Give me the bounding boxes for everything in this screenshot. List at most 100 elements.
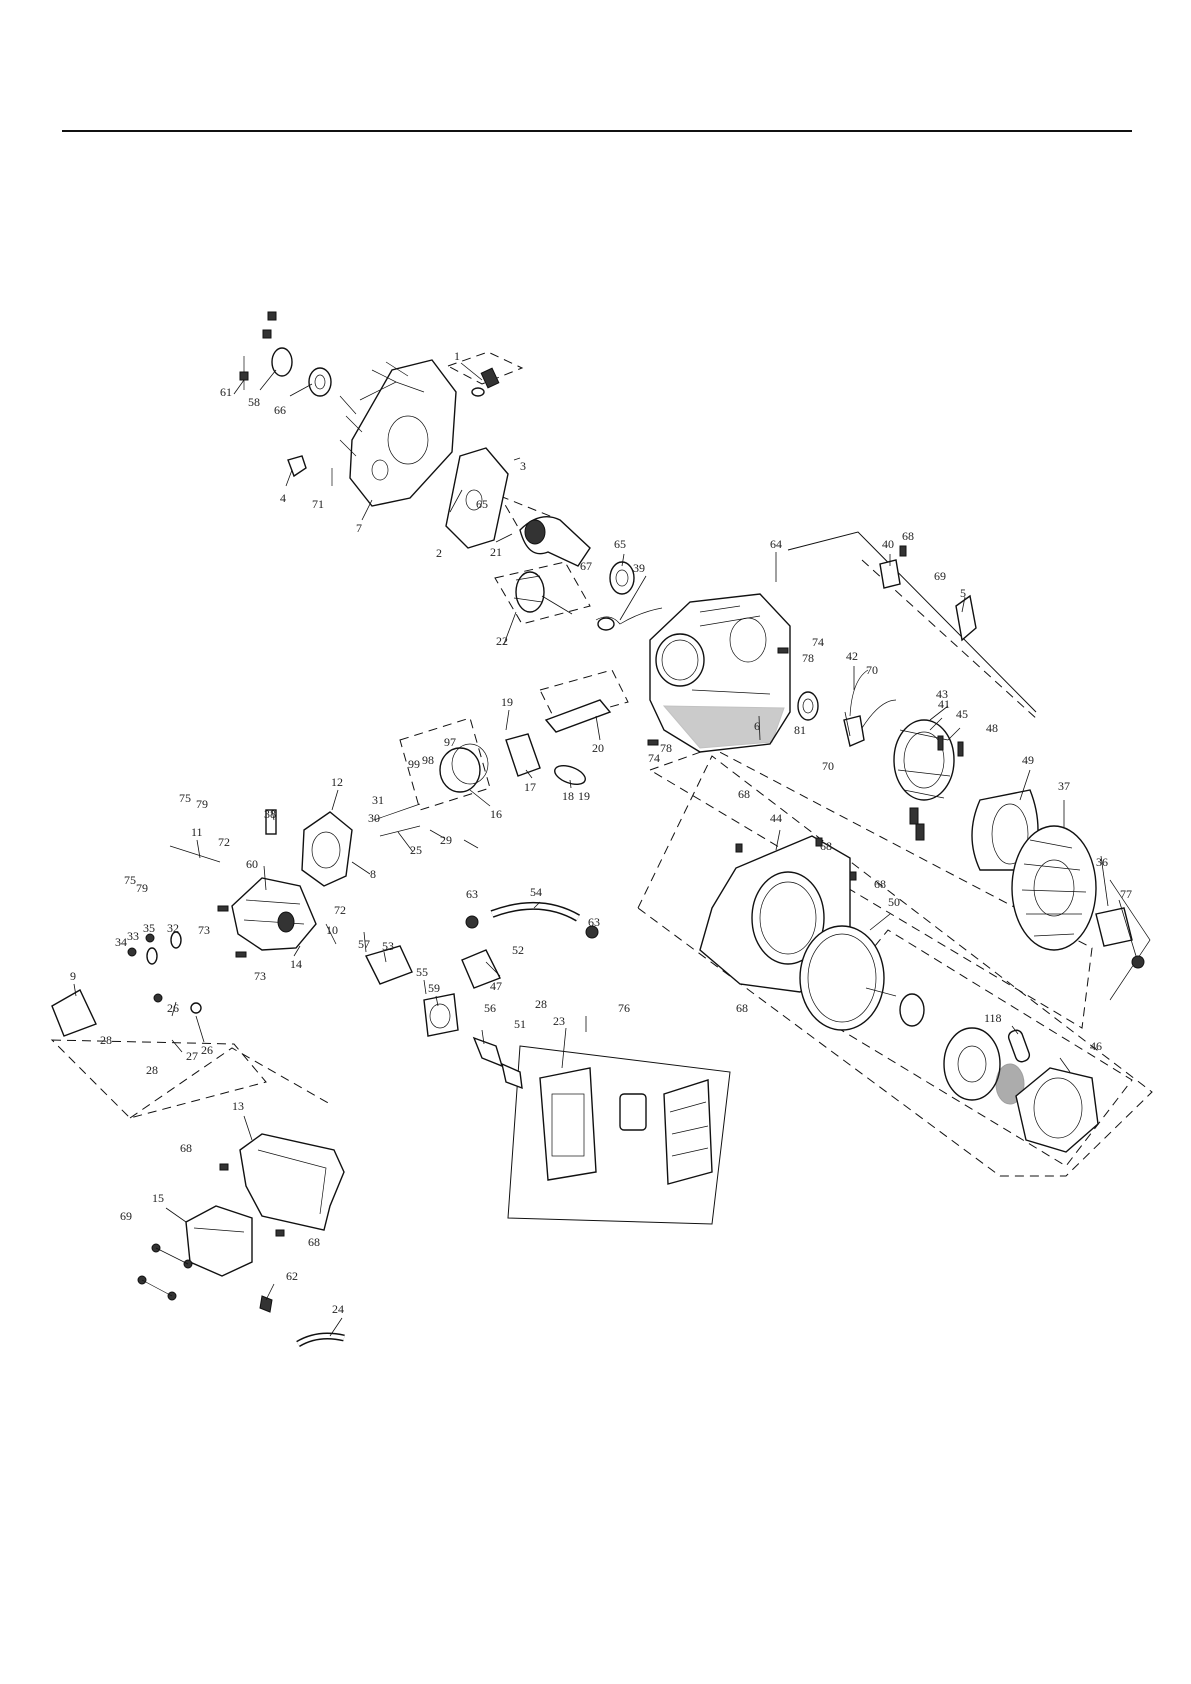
oil-sensor-39 [595,607,663,625]
oil-seal-81 [797,691,819,721]
callout-11: 11 [191,825,203,839]
callout-73a: 73 [198,923,210,937]
muffler-gasket [619,1093,647,1131]
callout-27: 27 [186,1049,198,1063]
group-box-20 [539,669,629,723]
callout-63b: 63 [588,915,600,929]
callout-50: 50 [888,895,900,909]
cover-bolts [339,361,409,457]
callout-97: 97 [444,735,456,749]
small-bolts [217,545,977,1237]
crankcase-guide-line [787,531,1037,713]
bolt-61 [239,356,249,390]
valve-parts [127,931,202,1014]
parts [51,311,1145,1348]
callout-75b: 75 [124,873,136,887]
group-box-22 [494,561,591,625]
callout-68d: 68 [874,877,886,891]
group-box-shroud [648,747,1093,1029]
cylinder-head-14 [231,877,317,951]
clamp-63a [465,915,479,929]
air-cleaner-base-52 [461,949,501,989]
callout-32: 32 [167,921,179,935]
callout-71: 71 [312,497,324,511]
crankcase-6 [649,593,791,753]
callout-25: 25 [410,843,422,857]
muffler-cover [663,1079,713,1185]
callout-19a: 19 [501,695,513,709]
ignition-coil-42 [843,715,865,747]
callout-44: 44 [770,811,782,825]
push-rod-25 [379,825,421,837]
callout-38: 38 [264,807,276,821]
callout-36: 36 [1096,855,1108,869]
piston-pin-18 [554,765,586,785]
callout-98: 98 [422,753,434,767]
callout-30: 30 [368,811,380,825]
callout-55: 55 [416,965,428,979]
callout-73b: 73 [254,969,266,983]
callout-8: 8 [370,867,376,881]
callout-26b: 26 [201,1043,213,1057]
callout-31: 31 [372,793,384,807]
callout-17: 17 [524,780,536,794]
callout-77: 77 [1120,887,1132,901]
callout-65a: 65 [476,497,488,511]
callout-15: 15 [152,1191,164,1205]
callout-59: 59 [428,981,440,995]
callout-53: 53 [382,939,394,953]
crankcase-cover-7 [349,359,457,507]
callout-41: 41 [938,697,950,711]
recoil-housing-46 [1015,1067,1099,1153]
reel [943,1027,1001,1101]
callout-20: 20 [592,741,604,755]
callout-68b: 68 [738,787,750,801]
ratchet [899,993,925,1027]
callout-1: 1 [454,349,460,363]
callout-labels: 1 2 3 4 5 6 7 8 9 10 11 12 13 14 15 16 1… [70,349,1132,1316]
callout-48: 48 [986,721,998,735]
o-ring-58 [271,347,293,377]
callout-37: 37 [1058,779,1070,793]
callout-79a: 79 [196,797,208,811]
throttle-lever-5 [955,594,977,642]
cooling-fan-37 [1011,825,1097,951]
callout-68f: 68 [180,1141,192,1155]
group-box-50 [637,755,1153,1177]
callout-29: 29 [440,833,452,847]
callout-68e: 68 [736,1001,748,1015]
callout-81: 81 [794,723,806,737]
callout-64: 64 [770,537,782,551]
callout-70b: 70 [822,759,834,773]
gasket-9 [51,989,97,1037]
callout-13: 13 [232,1099,244,1113]
gasket-56 [472,1036,504,1068]
callout-42: 42 [846,649,858,663]
callout-4: 4 [280,491,286,505]
governor-guide [861,559,1039,721]
callout-6: 6 [754,719,760,733]
callout-28a: 28 [100,1033,112,1047]
callout-43: 43 [936,687,948,701]
callout-70a: 70 [866,663,878,677]
callout-72b: 72 [334,903,346,917]
head-gasket-8 [301,811,353,887]
callout-3: 3 [520,459,526,473]
callout-7: 7 [356,521,362,535]
flywheel-guide [1109,879,1151,1001]
muffler-23 [539,1067,597,1181]
oil-seal-66 [308,367,332,397]
carburetor-59 [423,993,459,1037]
callout-52: 52 [512,943,524,957]
callout-35: 35 [143,921,155,935]
callout-66: 66 [274,403,286,417]
callout-9: 9 [70,969,76,983]
callout-28c: 28 [535,997,547,1011]
callout-69b: 69 [120,1209,132,1223]
callout-58: 58 [248,395,260,409]
callout-14: 14 [290,957,302,971]
callout-33: 33 [127,929,139,943]
callout-56: 56 [484,1001,496,1015]
callout-78a: 78 [802,651,814,665]
